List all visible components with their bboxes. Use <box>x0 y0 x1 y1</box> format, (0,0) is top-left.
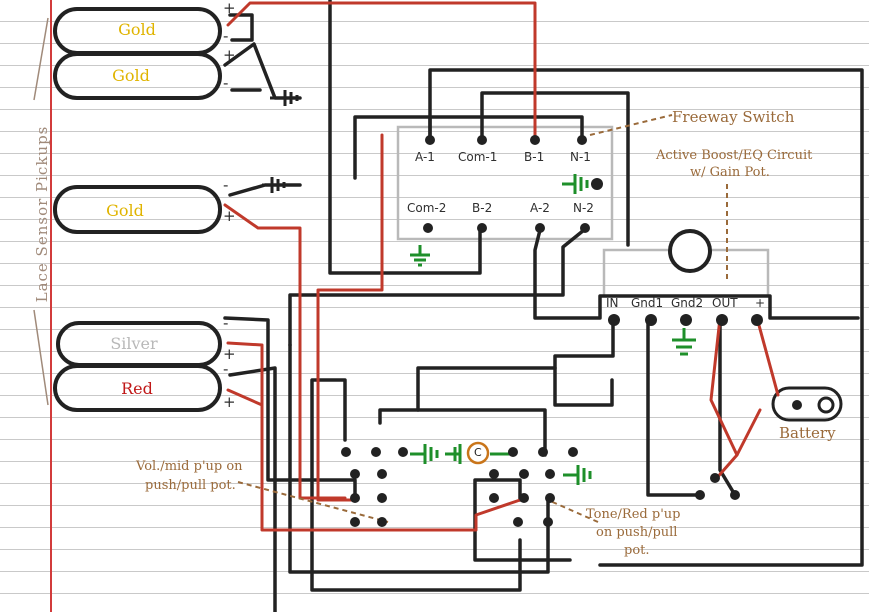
polarity-minus: - <box>223 314 229 332</box>
eq-circuit-outline <box>602 229 770 296</box>
switch-terminal-n2: N-2 <box>573 201 594 215</box>
eq-terminal-gnd1: Gnd1 <box>631 296 664 310</box>
polarity-minus: - <box>223 27 229 45</box>
eq-terminal-out: OUT <box>712 296 738 310</box>
pickup-label-gold-1: Gold <box>118 20 156 39</box>
switch-terminal-b1: B-1 <box>524 150 545 164</box>
polarity-minus: - <box>223 360 229 378</box>
ground-icon <box>563 465 592 485</box>
pickup-label-gold-2: Gold <box>112 66 150 85</box>
ground-icon <box>410 245 430 267</box>
tone-note-line3: pot. <box>624 543 650 558</box>
eq-terminal-plus: + <box>755 296 766 310</box>
polarity-plus: + <box>223 393 236 411</box>
eq-terminal-gnd2: Gnd2 <box>671 296 704 310</box>
pickup-coils <box>53 7 222 412</box>
capacitor-icon <box>410 444 462 464</box>
pickup-coil-icon <box>53 52 222 100</box>
capacitor-icon <box>466 441 490 465</box>
pickup-bracket <box>33 17 49 406</box>
pickups-side-label: Lace Sensor Pickups <box>33 125 51 303</box>
terminal-dots <box>341 135 763 527</box>
vol-note-line2: push/pull pot. <box>145 478 236 493</box>
battery-icon <box>771 386 843 422</box>
battery-label: Battery <box>779 424 836 442</box>
leader-lines <box>237 114 728 523</box>
polarity-minus: - <box>223 176 229 194</box>
polarity-plus: + <box>223 0 236 17</box>
red-wires <box>223 1 780 532</box>
paper-margin-line <box>50 0 52 612</box>
switch-terminal-n1: N-1 <box>570 150 591 164</box>
freeway-switch-box <box>396 125 614 241</box>
switch-terminal-b2: B-2 <box>472 201 493 215</box>
polarity-plus: + <box>223 46 236 64</box>
black-wires <box>223 0 864 612</box>
tone-note-line2: on push/pull <box>596 525 678 540</box>
pickup-coil-icon <box>53 185 222 234</box>
ground-icon <box>672 328 696 356</box>
pickup-label-silver: Silver <box>110 334 158 353</box>
ground-icon <box>262 90 299 193</box>
polarity-plus: + <box>223 345 236 363</box>
ground-icon <box>562 174 589 194</box>
polarity-plus: + <box>223 207 236 225</box>
pickup-label-gold-3: Gold <box>106 201 144 220</box>
pickup-label-red: Red <box>121 379 153 398</box>
eq-circuit-title-2: w/ Gain Pot. <box>690 165 770 180</box>
switch-terminal-com1: Com-1 <box>458 150 498 164</box>
capacitor-label: C <box>474 446 482 459</box>
tone-note-line1: Tone/Red p'up <box>586 507 681 522</box>
eq-terminal-in: IN <box>606 296 619 310</box>
eq-circuit-title-1: Active Boost/EQ Circuit <box>656 148 813 163</box>
switch-terminal-a1: A-1 <box>415 150 435 164</box>
polarity-minus: - <box>223 74 229 92</box>
switch-terminal-com2: Com-2 <box>407 201 447 215</box>
switch-terminal-a2: A-2 <box>530 201 550 215</box>
freeway-switch-title: Freeway Switch <box>672 108 795 126</box>
pickup-coil-icon <box>53 364 222 412</box>
vol-note-line1: Vol./mid p'up on <box>136 459 243 474</box>
ground-symbols <box>410 174 696 485</box>
